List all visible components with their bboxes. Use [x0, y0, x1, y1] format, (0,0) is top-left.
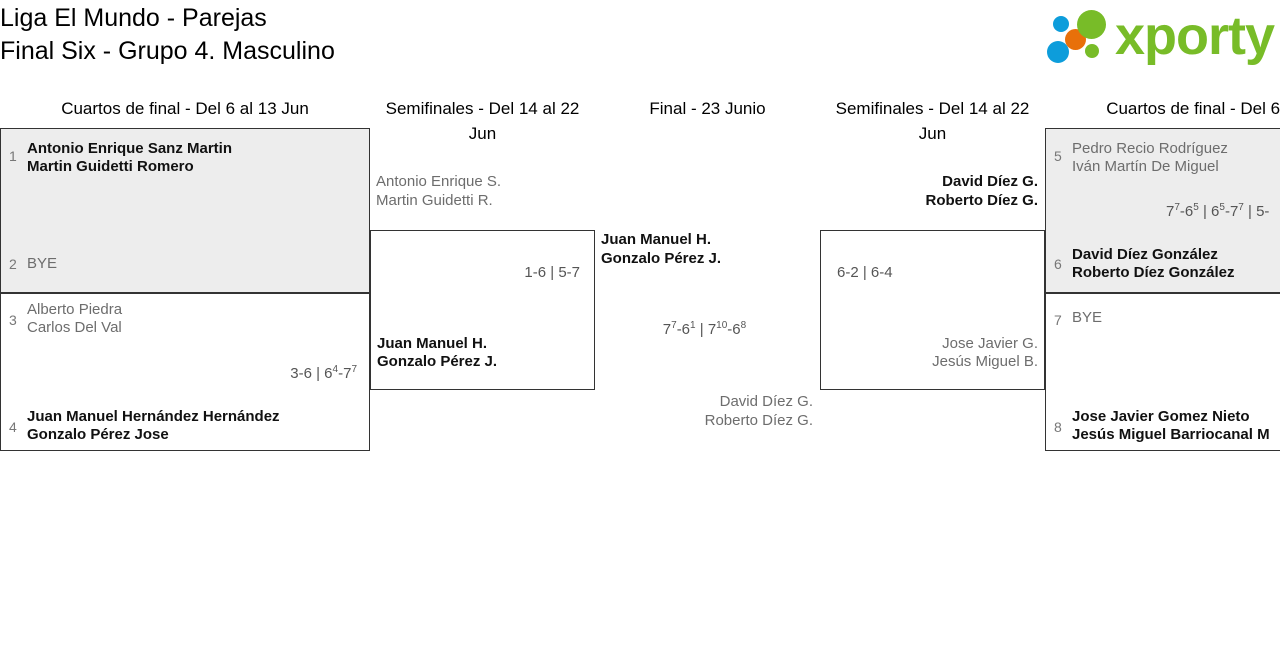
- match-box-qf3[interactable]: 5 Pedro Recio Rodríguez Iván Martín De M…: [1045, 128, 1280, 293]
- seed-number: 7: [1054, 312, 1062, 328]
- match-box-qf1[interactable]: 1 Antonio Enrique Sanz Martin Martin Gui…: [0, 128, 370, 293]
- player-name: BYE: [27, 255, 58, 272]
- page-title-line-2: Final Six - Grupo 4. Masculino: [0, 37, 335, 65]
- player-name: Jose Javier G.: [942, 335, 1038, 352]
- seed-number: 4: [9, 419, 17, 435]
- player-name: Roberto Díez González: [1072, 264, 1235, 281]
- player-name: Juan Manuel H.: [601, 231, 712, 248]
- match-box-qf2[interactable]: 3 Alberto Piedra Carlos Del Val 3-6 | 64…: [0, 293, 370, 451]
- xporty-logo[interactable]: xporty: [1046, 6, 1275, 66]
- match-box-final[interactable]: Juan Manuel H. Gonzalo Pérez J. 77-61 | …: [595, 230, 820, 390]
- match-score: 77-65 | 65-77 | 5-: [1166, 202, 1270, 221]
- seed-number: 3: [9, 312, 17, 328]
- player-name: Antonio Enrique Sanz Martin: [27, 140, 232, 157]
- match-box-sf1[interactable]: 1-6 | 5-7 Juan Manuel H. Gonzalo Pérez J…: [370, 230, 595, 390]
- player-name: Jesús Miguel B.: [932, 353, 1038, 370]
- player-name: David Díez G.: [719, 393, 813, 410]
- player-name: Roberto Díez G.: [704, 412, 813, 429]
- player-name: Juan Manuel Hernández Hernández: [27, 408, 280, 425]
- page-title-line-1: Liga El Mundo - Parejas: [0, 4, 267, 32]
- player-name: Pedro Recio Rodríguez: [1072, 140, 1228, 157]
- player-name: Carlos Del Val: [27, 319, 122, 336]
- player-name: Juan Manuel H.: [377, 335, 488, 352]
- round-header-quarterfinals-right: Cuartos de final - Del 6 al 13 Jun: [1106, 99, 1280, 118]
- match-box-sf2[interactable]: 6-2 | 6-4 Jose Javier G. Jesús Miguel B.: [820, 230, 1045, 390]
- match-score: 3-6 | 64-77: [290, 364, 357, 383]
- player-name: David Díez González: [1072, 246, 1218, 263]
- player-name: Alberto Piedra: [27, 301, 123, 318]
- match-score: 77-61 | 710-68: [662, 320, 747, 339]
- player-name: Jose Javier Gomez Nieto: [1072, 408, 1250, 425]
- round-header-semifinals-left: Semifinales - Del 14 al 22 Jun: [385, 99, 580, 143]
- match-score: 1-6 | 5-7: [524, 264, 580, 281]
- match-box-qf4[interactable]: 7 BYE 8 Jose Javier Gomez Nieto Jesús Mi…: [1045, 293, 1280, 451]
- player-name: Antonio Enrique S.: [376, 173, 502, 190]
- page-title: Liga El Mundo - Parejas Final Six - Grup…: [0, 2, 335, 68]
- seed-number: 1: [9, 148, 17, 164]
- seed-number: 5: [1054, 148, 1062, 164]
- player-name: Martin Guidetti R.: [376, 192, 493, 209]
- seed-number: 2: [9, 256, 17, 272]
- logo-dots-icon: [1046, 8, 1109, 64]
- player-name: Jesús Miguel Barriocanal M: [1072, 426, 1270, 443]
- logo-dot-blue-large-icon: [1046, 41, 1069, 63]
- round-header-quarterfinals-left: Cuartos de final - Del 6 al 13 Jun: [61, 99, 309, 118]
- logo-dot-green-small-icon: [1084, 44, 1099, 58]
- logo-wordmark: xporty: [1114, 6, 1275, 66]
- round-header-final: Final - 23 Junio: [649, 99, 766, 118]
- player-name: Gonzalo Pérez J.: [377, 353, 498, 370]
- player-name: BYE: [1072, 309, 1103, 326]
- player-name: David Díez G.: [942, 173, 1038, 190]
- logo-dot-green-large-icon: [1076, 10, 1106, 39]
- match-score: 6-2 | 6-4: [837, 264, 893, 281]
- logo-dot-blue-small-icon: [1052, 16, 1069, 32]
- player-name: Martin Guidetti Romero: [27, 158, 194, 175]
- player-name: Iván Martín De Miguel: [1072, 158, 1219, 175]
- player-name: Gonzalo Pérez Jose: [27, 426, 169, 443]
- player-name: Gonzalo Pérez J.: [601, 250, 722, 267]
- player-name: Roberto Díez G.: [925, 192, 1038, 209]
- round-header-semifinals-right: Semifinales - Del 14 al 22 Jun: [835, 99, 1030, 143]
- seed-number: 6: [1054, 256, 1062, 272]
- seed-number: 8: [1054, 419, 1062, 435]
